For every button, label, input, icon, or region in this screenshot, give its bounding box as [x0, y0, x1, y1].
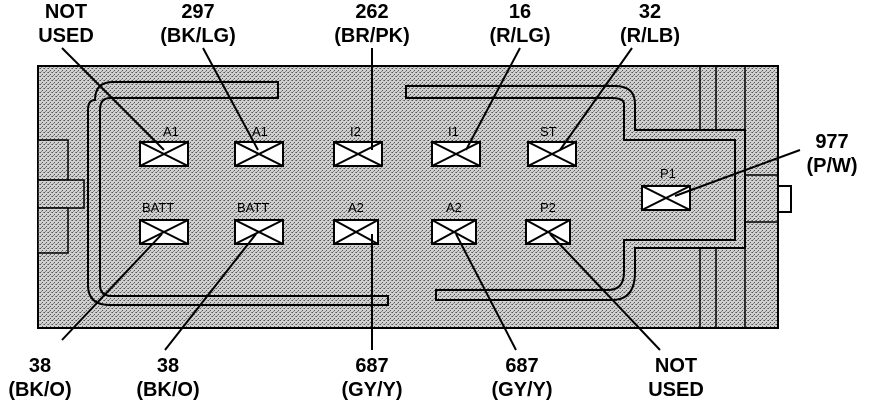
- svg-text:A2: A2: [348, 200, 364, 215]
- terminal-i2: I2: [333, 124, 383, 167]
- leader-not-used-bottom: [549, 233, 661, 351]
- svg-text:USED: USED: [38, 25, 94, 47]
- svg-text:(BK/LG): (BK/LG): [160, 25, 236, 47]
- svg-text:P2: P2: [540, 200, 556, 215]
- svg-text:ST: ST: [540, 124, 557, 139]
- svg-text:NOT: NOT: [45, 1, 87, 23]
- callout-687-left: 687 (GY/Y): [341, 355, 402, 401]
- terminal-a1-top-left: A1: [139, 124, 189, 167]
- svg-text:A1: A1: [163, 124, 179, 139]
- svg-text:687: 687: [505, 355, 538, 377]
- svg-text:A2: A2: [446, 200, 462, 215]
- callout-262: 262 (BR/PK): [334, 1, 410, 47]
- svg-text:(BR/PK): (BR/PK): [334, 25, 410, 47]
- leader-687-right: [455, 233, 517, 351]
- svg-text:(BK/O): (BK/O): [8, 379, 71, 401]
- svg-text:I2: I2: [350, 124, 361, 139]
- callout-not-used-top: NOT USED: [38, 1, 94, 47]
- terminal-batt-left: BATT: [139, 200, 189, 245]
- leader-lines: [61, 47, 801, 351]
- svg-text:687: 687: [355, 355, 388, 377]
- svg-text:16: 16: [509, 1, 531, 23]
- terminal-i1: I1: [431, 124, 481, 167]
- svg-text:P1: P1: [660, 166, 676, 181]
- svg-text:(BK/O): (BK/O): [136, 379, 199, 401]
- callout-16: 16 (R/LG): [489, 1, 550, 47]
- svg-text:(P/W): (P/W): [806, 155, 857, 177]
- svg-text:32: 32: [639, 1, 661, 23]
- terminal-batt-mid: BATT: [234, 200, 284, 245]
- svg-text:977: 977: [815, 131, 848, 153]
- terminal-p2: P2: [525, 200, 571, 245]
- terminal-a1-top: A1: [234, 124, 284, 167]
- svg-text:(R/LG): (R/LG): [489, 25, 550, 47]
- svg-text:I1: I1: [448, 124, 459, 139]
- callout-38-mid: 38 (BK/O): [136, 355, 199, 401]
- callout-not-used-bottom: NOT USED: [648, 355, 704, 401]
- svg-text:BATT: BATT: [142, 200, 174, 215]
- svg-text:38: 38: [157, 355, 179, 377]
- svg-text:A1: A1: [252, 124, 268, 139]
- leader-977: [674, 149, 801, 197]
- leader-38-mid: [164, 233, 257, 351]
- leader-297: [202, 47, 259, 151]
- svg-text:NOT: NOT: [655, 355, 697, 377]
- svg-text:(GY/Y): (GY/Y): [341, 379, 402, 401]
- svg-text:38: 38: [29, 355, 51, 377]
- svg-text:USED: USED: [648, 379, 704, 401]
- callout-977: 977 (P/W): [806, 131, 857, 177]
- callout-38-left: 38 (BK/O): [8, 355, 71, 401]
- svg-text:297: 297: [181, 1, 214, 23]
- terminal-p1: P1: [641, 166, 691, 211]
- terminal-a2-right: A2: [431, 200, 477, 245]
- svg-text:BATT: BATT: [237, 200, 269, 215]
- callout-32: 32 (R/LB): [620, 1, 680, 47]
- leader-38-left: [61, 233, 163, 341]
- svg-text:(GY/Y): (GY/Y): [491, 379, 552, 401]
- leader-not-used-top: [61, 47, 165, 151]
- callout-297: 297 (BK/LG): [160, 1, 236, 47]
- terminal-a2-mid: A2: [333, 200, 379, 245]
- callout-687-right: 687 (GY/Y): [491, 355, 552, 401]
- leader-32: [559, 47, 633, 151]
- svg-text:262: 262: [355, 1, 388, 23]
- svg-text:(R/LB): (R/LB): [620, 25, 680, 47]
- leader-16: [465, 47, 521, 151]
- terminal-st: ST: [527, 124, 577, 167]
